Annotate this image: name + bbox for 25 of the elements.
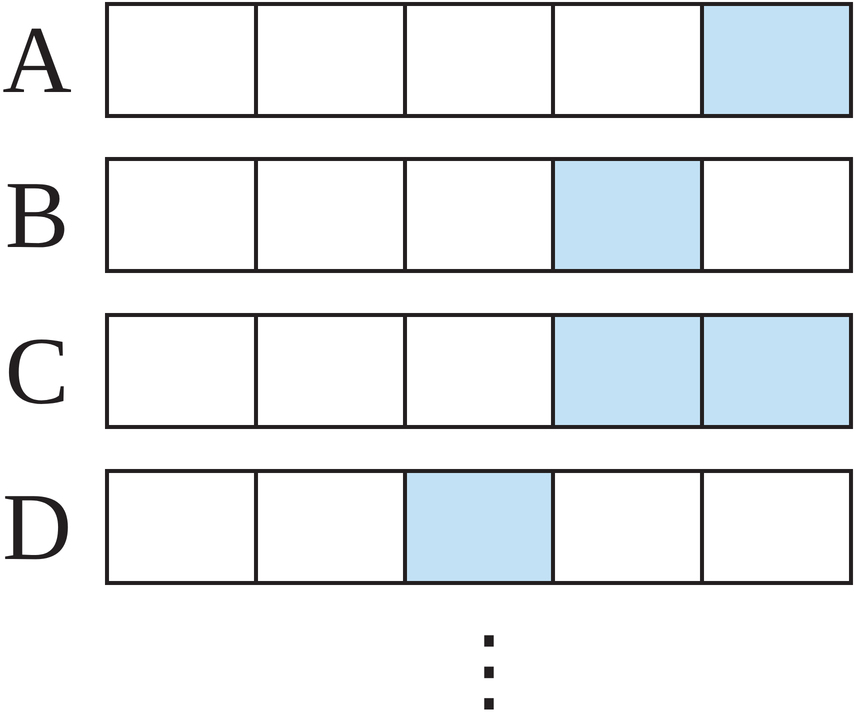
- shaded-cell: [551, 313, 700, 429]
- blank-cell: [254, 157, 403, 273]
- row-label: B: [4, 167, 70, 263]
- blank-cell: [700, 469, 853, 585]
- blank-cell: [105, 469, 254, 585]
- continuation-dots: ⋮: [443, 624, 535, 716]
- blank-cell: [254, 313, 403, 429]
- blank-cell: [551, 469, 700, 585]
- row-label: D: [1, 479, 73, 575]
- shaded-cell: [402, 469, 552, 585]
- blank-cell: [105, 2, 254, 118]
- blank-cell: [402, 313, 552, 429]
- blank-cell: [105, 313, 254, 429]
- blank-cell: [402, 157, 552, 273]
- blank-cell: [254, 2, 403, 118]
- blank-cell: [402, 2, 552, 118]
- row-label: A: [1, 12, 73, 108]
- blank-cell: [105, 157, 254, 273]
- blank-cell: [700, 157, 853, 273]
- row-label: C: [4, 323, 70, 419]
- blank-cell: [551, 2, 700, 118]
- shaded-cell: [700, 2, 853, 118]
- shaded-cell: [551, 157, 700, 273]
- shaded-cell: [700, 313, 853, 429]
- blank-cell: [254, 469, 403, 585]
